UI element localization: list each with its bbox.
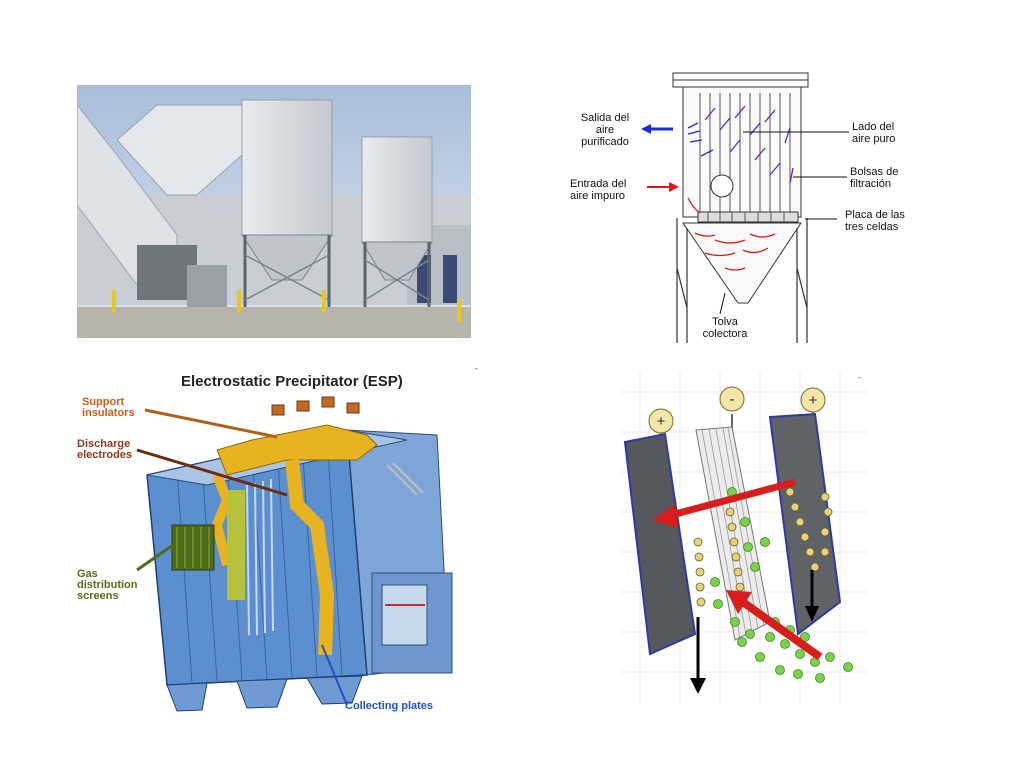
gas-distribution-label-line: distribution [77, 579, 138, 591]
clean-side-label-line: Lado del [852, 121, 895, 133]
clean-side-label-line: aire puro [852, 133, 896, 145]
svg-text:-: - [858, 373, 861, 382]
svg-text:-: - [475, 365, 478, 373]
discharge-electrodes-label-line: electrodes [77, 449, 133, 461]
support-insulators-label-line: insulators [82, 407, 135, 419]
filter-bags-label: Bolsas de filtración [850, 166, 898, 190]
negative-sign-middle: - [730, 391, 735, 408]
baghouse-diagram: - Salida del aire purificado Entrada del… [565, 68, 950, 350]
hopper-label-line: Tolva [712, 316, 738, 328]
gas-distribution-label: Gas distribution screens [77, 569, 138, 602]
esp-title: Electrostatic Precipitator (ESP) [181, 373, 403, 390]
outlet-label-line: Salida del [580, 112, 630, 124]
gas-distribution-label-line: screens [77, 590, 119, 602]
esp-diagram: Electrostatic Precipitator (ESP) [77, 365, 480, 725]
cell-plate-label-line: tres celdas [845, 221, 899, 233]
outlet-label-line: purificado [581, 136, 629, 148]
charged-plates-diagram: + - + [620, 372, 868, 702]
gas-distribution-label-line: Gas [77, 568, 98, 580]
clean-side-label: Lado del aire puro [852, 121, 895, 145]
inlet-label: Entrada del aire impuro [570, 178, 626, 202]
support-insulators-label: Support insulators [82, 397, 135, 419]
hopper-label-line: colectora [702, 328, 748, 340]
cell-plate-label: Placa de las tres celdas [845, 209, 905, 233]
collecting-plates-label: Collecting plates [345, 700, 434, 712]
positive-sign-left: + [657, 413, 666, 430]
hopper-label: Tolva colectora [695, 316, 755, 340]
discharge-electrodes-label: Discharge electrodes [77, 439, 132, 461]
baghouse-photo [77, 85, 471, 338]
inlet-label-line: Entrada del [570, 178, 627, 190]
discharge-electrodes-label-line: Discharge [77, 438, 131, 450]
cell-plate-label-line: Placa de las [845, 209, 905, 221]
filter-bags-label-line: filtración [850, 178, 891, 190]
support-insulators-label-line: Support [82, 396, 125, 408]
inlet-label-line: aire impuro [570, 190, 626, 202]
outlet-label-line: aire [595, 124, 615, 136]
filter-bags-label-line: Bolsas de [850, 166, 899, 178]
positive-sign-right: + [809, 392, 818, 409]
outlet-label: Salida del aire purificado [565, 112, 645, 148]
